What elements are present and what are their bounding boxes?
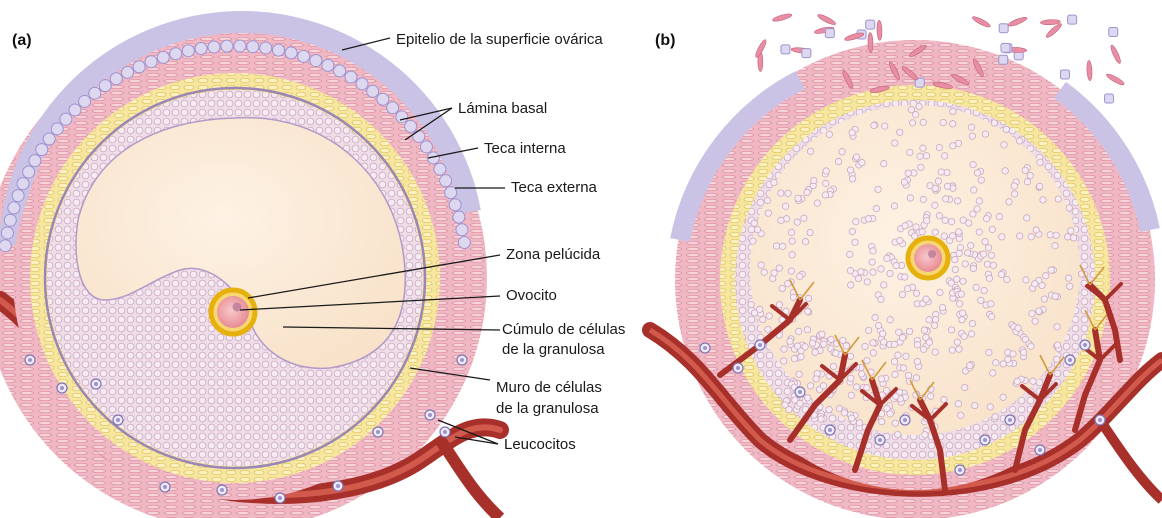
label-zona: Zona pelúcida <box>506 246 601 263</box>
panel-label-a: (a) <box>12 32 32 49</box>
label-muro-line2: de la granulosa <box>496 400 599 417</box>
oocyte <box>217 296 249 328</box>
label-teca-externa: Teca externa <box>511 179 598 196</box>
label-cumulo-line2: de la granulosa <box>502 341 605 358</box>
panel-b-illustration <box>650 12 1162 518</box>
label-lamina: Lámina basal <box>458 100 547 117</box>
label-teca-interna: Teca interna <box>484 140 566 157</box>
label-muro-line1: Muro de células <box>496 379 602 396</box>
panel-a-illustration <box>0 22 500 518</box>
label-ovocito: Ovocito <box>506 287 557 304</box>
label-leucocitos: Leucocitos <box>504 436 576 453</box>
oocyte-b <box>914 244 942 272</box>
panel-label-b: (b) <box>655 32 675 49</box>
label-epitelio: Epitelio de la superficie ovárica <box>396 31 603 48</box>
label-cumulo-line1: Cúmulo de células <box>502 321 625 338</box>
